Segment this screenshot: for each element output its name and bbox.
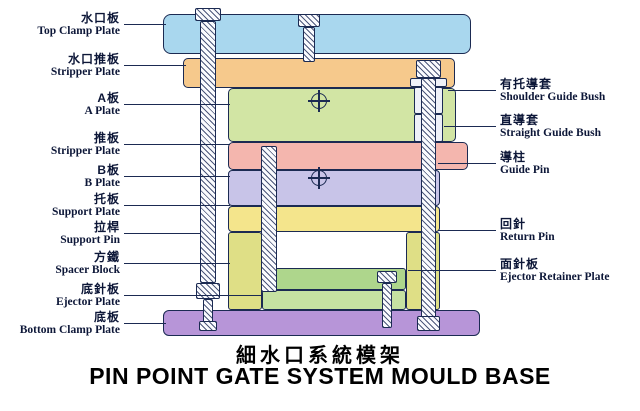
label-return-pin-cn: 回針 [500,217,527,231]
plate-b [228,170,440,206]
leader-support-plate [124,205,230,207]
sprue-bolt-shaft [303,27,315,62]
leader-ejector-retainer-plate [408,270,496,272]
label-ejector-plate-cn: 底針板 [80,282,120,296]
support-pin-nut [199,321,217,331]
label-straight-guide-bush: 直導套 Straight Guide Bush [500,113,640,141]
label-ejector-plate-en: Ejector Plate [56,296,120,309]
label-b-plate-en: B Plate [84,177,120,190]
leader-shoulder-guide-bush [448,90,496,92]
label-a-plate: A板 A Plate [0,91,120,119]
support-pin-anchor [196,283,220,299]
plate-ejector [262,290,406,310]
support-pin-shaft [200,21,216,283]
label-bottom-clamp-plate: 底板 Bottom Clamp Plate [0,310,120,338]
label-guide-pin: 導柱 Guide Pin [500,150,640,178]
leader-return-pin [438,230,496,232]
label-support-pin-en: Support Pin [60,234,120,247]
label-stripper-plate-top-en: Stripper Plate [50,66,120,79]
label-top-clamp-plate-cn: 水口板 [80,11,120,25]
leader-stripper-plate-top [124,65,186,67]
label-b-plate-cn: B板 [97,163,120,177]
label-support-plate: 托板 Support Plate [0,192,120,220]
label-bottom-clamp-plate-cn: 底板 [93,310,120,324]
guide-pin-shaft [421,78,436,318]
label-b-plate: B板 B Plate [0,163,120,191]
label-support-pin: 拉桿 Support Pin [0,220,120,248]
label-support-pin-cn: 拉桿 [93,220,120,234]
support-pin-head [195,8,221,21]
label-shoulder-guide-bush-cn: 有托導套 [500,77,553,91]
leader-support-pin [124,233,200,235]
label-guide-pin-en: Guide Pin [500,164,550,177]
plate-support [228,206,440,232]
label-return-pin: 回針 Return Pin [500,217,640,245]
label-shoulder-guide-bush-en: Shoulder Guide Bush [500,91,606,104]
leader-ejector-plate [124,295,263,297]
title-english: PIN POINT GATE SYSTEM MOULD BASE [89,363,551,389]
label-spacer-block: 方鐵 Spacer Block [0,250,120,278]
guide-pin-head [416,60,441,78]
label-a-plate-en: A Plate [84,105,120,118]
label-support-plate-en: Support Plate [51,206,120,219]
label-ejector-plate: 底針板 Ejector Plate [0,282,120,310]
leader-b-plate [124,176,230,178]
label-ejector-retainer-plate: 面針板 Ejector Retainer Plate [500,257,640,285]
title-chinese: 細水口系統模架 [236,345,404,367]
leader-spacer-block [124,263,230,265]
leader-top-clamp-plate [124,24,166,26]
label-guide-pin-cn: 導柱 [500,150,527,164]
leader-guide-pin [438,163,496,165]
label-stripper-plate-mid-en: Stripper Plate [50,145,120,158]
leader-a-plate [124,104,230,106]
label-support-plate-cn: 托板 [93,192,120,206]
center-pillar [261,146,277,292]
label-spacer-block-en: Spacer Block [55,264,120,277]
sprue-bolt-head [298,14,320,27]
label-shoulder-guide-bush: 有托導套 Shoulder Guide Bush [500,77,640,105]
label-bottom-clamp-plate-en: Bottom Clamp Plate [19,324,120,337]
label-straight-guide-bush-en: Straight Guide Bush [500,127,601,140]
label-stripper-plate-top: 水口推板 Stripper Plate [0,52,120,80]
label-top-clamp-plate-en: Top Clamp Plate [37,25,120,38]
label-spacer-block-cn: 方鐵 [93,250,120,264]
leader-bottom-clamp-plate [124,323,166,325]
spacer-block-left [228,232,262,310]
label-top-clamp-plate: 水口板 Top Clamp Plate [0,11,120,39]
label-a-plate-cn: A板 [97,91,120,105]
screw-hole-symbol-a-plate [308,90,330,112]
label-stripper-plate-mid: 推板 Stripper Plate [0,131,120,159]
ejector-bolt-head [377,271,397,283]
support-pin-tip [203,299,213,323]
label-ejector-retainer-plate-cn: 面針板 [500,257,540,271]
label-ejector-retainer-plate-en: Ejector Retainer Plate [500,271,610,284]
label-stripper-plate-top-cn: 水口推板 [67,52,120,66]
label-straight-guide-bush-cn: 直導套 [500,113,540,127]
leader-straight-guide-bush [444,126,496,128]
ejector-bolt-shaft [382,283,392,328]
label-stripper-plate-mid-cn: 推板 [93,131,120,145]
plate-stripper-top [183,58,455,88]
leader-stripper-plate-mid [124,144,230,146]
screw-hole-symbol-b-plate [308,167,330,189]
guide-pin-foot [417,316,440,331]
label-return-pin-en: Return Pin [500,231,555,244]
